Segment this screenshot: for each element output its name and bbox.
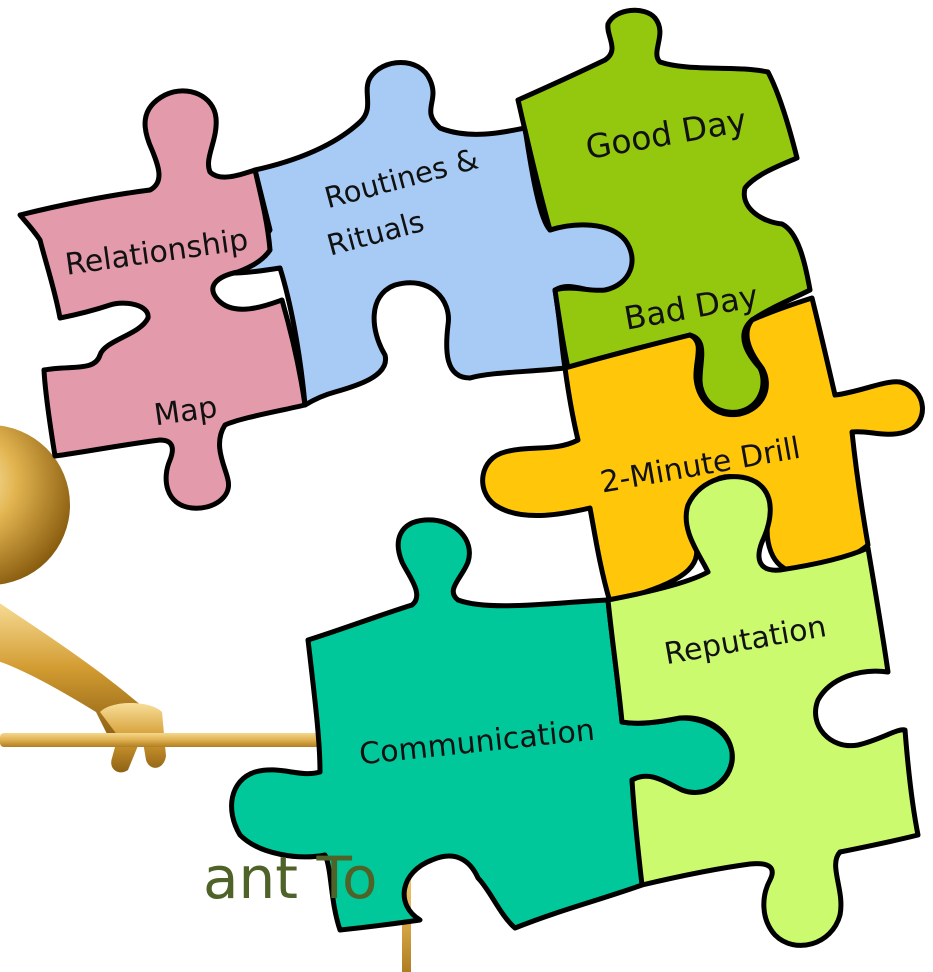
puzzle-piece-day: [515, 7, 813, 415]
figure-bar: [0, 733, 330, 747]
label-map: Map: [152, 390, 220, 433]
puzzle-piece-relationship: [17, 88, 308, 511]
figure-arm: [0, 603, 150, 736]
puzzle-piece-reputation: [605, 474, 921, 948]
caption-text: ant To: [203, 844, 378, 912]
puzzle-piece-drill: [480, 295, 925, 605]
figure-head: [0, 425, 70, 585]
